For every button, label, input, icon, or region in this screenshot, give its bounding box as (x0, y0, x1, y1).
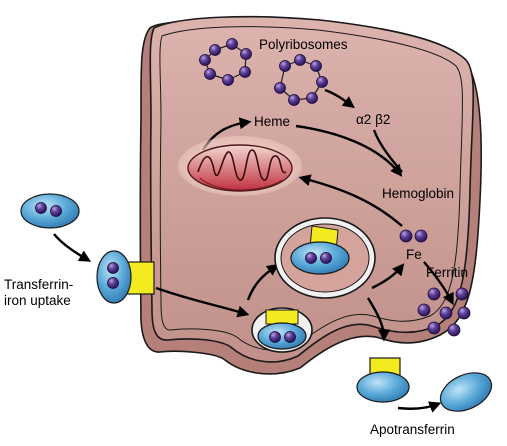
fe-iron-dots (399, 229, 428, 243)
arrow-globin-to-hemoglobin (372, 129, 403, 173)
membrane-receptor-left (96, 250, 155, 304)
ribosome-dot (279, 60, 291, 72)
arrow-transferrin-to-receptor (53, 233, 92, 262)
iron-dot (269, 331, 281, 343)
iron-dot (35, 202, 47, 214)
arrow-endosome-to-exit (366, 297, 390, 342)
iron-dot (439, 306, 453, 320)
ribosome-dot (306, 92, 318, 104)
arrow-polyribosome-to-globin (324, 88, 355, 109)
iron-dot (399, 229, 413, 243)
iron-dot (284, 331, 296, 343)
iron-dot (107, 277, 119, 289)
ribosome-dot (316, 76, 328, 88)
ribosome-dot (226, 38, 238, 50)
polyribosome-ring-2 (274, 54, 328, 106)
transferrin-free (20, 193, 80, 229)
iron-dot (414, 229, 428, 243)
label-apotransferrin: Apotransferrin (370, 422, 455, 437)
label-polyribosomes: Polyribosomes (259, 37, 348, 52)
endosome (274, 217, 376, 299)
label-fe: Fe (406, 247, 422, 262)
iron-dot (50, 205, 62, 217)
arrow-apotransferrin-release (397, 401, 442, 413)
iron-dot (427, 321, 441, 335)
mitochondrion (178, 136, 302, 196)
arrow-receptor-to-vesicle (155, 286, 250, 318)
arrow-heme-to-hemoglobin (295, 124, 403, 177)
cell-membrane-line (159, 26, 463, 351)
ribosome-dot (222, 74, 234, 86)
iron-dot (305, 252, 317, 264)
membrane-receptor-bottom (356, 357, 410, 403)
ribosome-dot (288, 94, 300, 106)
ribosome-dot (239, 66, 251, 78)
ribosome-dot (240, 48, 252, 60)
arrow-endosome-to-fe (371, 263, 405, 290)
iron-dot (320, 252, 332, 264)
ribosome-dot (274, 82, 286, 94)
iron-dot (417, 303, 431, 317)
iron-dot (427, 287, 441, 301)
endocytic-vesicle (251, 307, 313, 353)
label-heme: Heme (254, 114, 290, 129)
iron-dot (447, 323, 461, 337)
ribosome-dot (209, 44, 221, 56)
ribosome-dot (294, 54, 306, 66)
label-hemoglobin: Hemoglobin (382, 186, 454, 201)
ribosome-dot (204, 68, 216, 80)
ribosome-dot (310, 60, 322, 72)
iron-dot (455, 287, 469, 301)
arrow-vesicle-to-endosome (246, 263, 279, 301)
iron-dot (457, 306, 471, 320)
arrow-fe-to-ferritin (423, 261, 454, 306)
label-transferrin-line2: iron uptake (4, 293, 71, 308)
apotransferrin-free (439, 372, 493, 412)
label-alpha-beta: α2 β2 (356, 112, 390, 127)
ribosome-dot (199, 54, 211, 66)
iron-dot (107, 262, 119, 274)
arrow-fe-to-mitochondrion (298, 174, 403, 227)
label-transferrin-line1: Transferrin- (4, 277, 73, 292)
ferritin-cluster (417, 287, 471, 337)
polyribosome-ring-1 (199, 38, 252, 86)
